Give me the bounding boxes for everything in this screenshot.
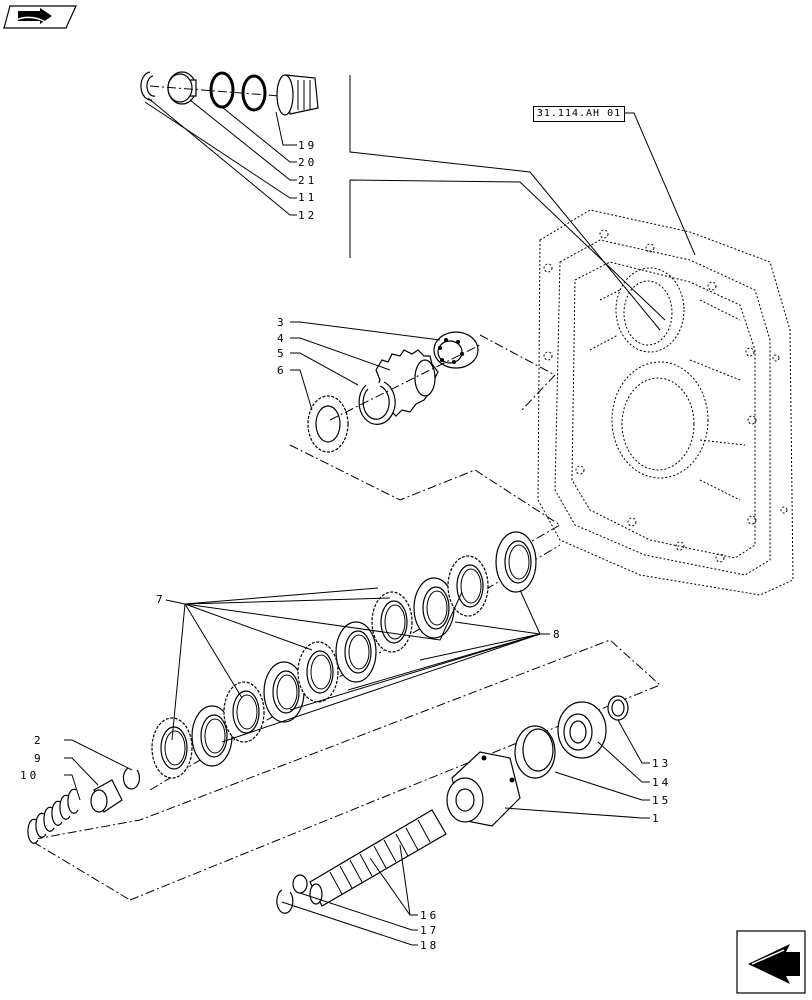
disc-bore-edge xyxy=(310,654,332,690)
label-21: 21 xyxy=(298,174,317,187)
label-11: 11 xyxy=(298,191,317,204)
label-18: 18 xyxy=(420,939,439,952)
lower-group xyxy=(27,639,661,901)
label-10: 10 xyxy=(20,769,39,782)
disc-bore-edge xyxy=(236,694,258,730)
disc-bore-edge xyxy=(164,730,186,766)
disc-bore-edge xyxy=(508,544,530,580)
disc-bore-edge xyxy=(384,604,406,640)
disc-bore-edge xyxy=(460,568,482,604)
disc-bore-edge xyxy=(276,674,298,710)
label-16: 16 xyxy=(420,909,439,922)
label-7: 7 xyxy=(156,593,166,606)
book-arrow-icon[interactable] xyxy=(3,5,77,29)
housing-cover xyxy=(537,209,794,596)
disc-bore-edge xyxy=(348,634,370,670)
label-9: 9 xyxy=(34,752,44,765)
clutch-plates xyxy=(149,531,561,791)
shaft-group xyxy=(276,809,447,946)
label-1: 1 xyxy=(652,812,662,825)
label-2: 2 xyxy=(34,734,44,747)
label-13: 13 xyxy=(652,757,671,770)
top-parts-group xyxy=(140,71,319,216)
disc-bore-edge xyxy=(204,718,226,754)
label-5: 5 xyxy=(277,347,287,360)
label-6: 6 xyxy=(277,364,287,377)
label-17: 17 xyxy=(420,924,439,937)
reference-code-box[interactable]: 31.114.AH 01 xyxy=(533,106,625,122)
label-4: 4 xyxy=(277,332,287,345)
label-8: 8 xyxy=(553,628,563,641)
disc-bore-edge xyxy=(426,590,448,626)
gear-group xyxy=(289,321,561,549)
next-page-arrow-icon[interactable] xyxy=(736,930,806,994)
label-19: 19 xyxy=(298,139,317,152)
label-3: 3 xyxy=(277,316,287,329)
label-14: 14 xyxy=(652,776,671,789)
label-15: 15 xyxy=(652,794,671,807)
label-20: 20 xyxy=(298,156,317,169)
label-12: 12 xyxy=(298,209,317,222)
